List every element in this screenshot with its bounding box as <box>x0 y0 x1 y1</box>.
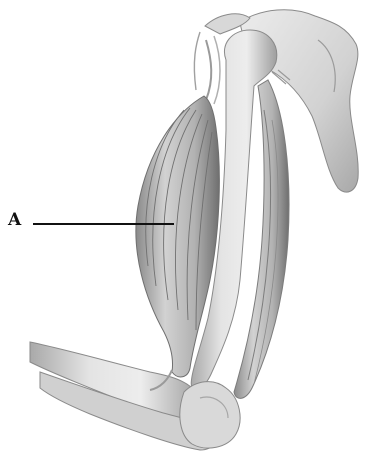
elbow-joint <box>180 382 240 448</box>
label-a: A <box>8 210 21 230</box>
biceps-tendons <box>194 32 220 104</box>
